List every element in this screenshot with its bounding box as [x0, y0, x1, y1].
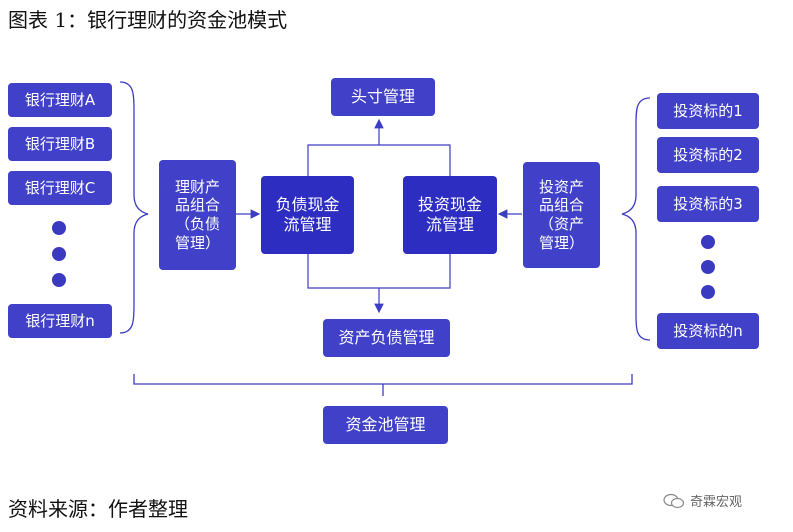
liability-portfolio-line: 理财产 — [174, 177, 220, 196]
asset-cashflow-line: 流管理 — [425, 215, 474, 234]
liability-cashflow-line: 负债现金 — [275, 195, 340, 214]
left-product-a: 银行理财A — [8, 83, 112, 117]
left-product-c: 银行理财C — [8, 171, 112, 205]
liability-cashflow-box: 负债现金 流管理 — [261, 176, 354, 254]
right-brace — [621, 97, 651, 341]
ellipsis-dot — [701, 235, 715, 249]
liability-portfolio-line: 管理） — [174, 233, 220, 252]
liability-portfolio-line: 品组合 — [174, 196, 220, 215]
ellipsis-dot — [52, 221, 66, 235]
left-product-b: 银行理财B — [8, 127, 112, 161]
liability-cashflow-line: 流管理 — [283, 215, 332, 234]
asset-portfolio-line: （资产 — [538, 215, 584, 233]
asset-portfolio-line: 投资产 — [538, 177, 584, 196]
figure-title: 图表 1：银行理财的资金池模式 — [8, 8, 288, 32]
left-brace — [119, 81, 149, 334]
asset-portfolio-box: 投资产 品组合 （资产 管理） — [523, 162, 600, 268]
liability-portfolio-box: 理财产 品组合 （负债 管理） — [159, 160, 236, 270]
investment-target-n: 投资标的n — [657, 313, 759, 349]
left-product-n: 银行理财n — [8, 304, 112, 338]
asset-liability-management-box: 资产负债管理 — [323, 319, 450, 357]
investment-target-3: 投资标的3 — [657, 186, 759, 222]
investment-target-2: 投资标的2 — [657, 137, 759, 173]
liability-portfolio-line: （负债 — [174, 215, 220, 233]
figure-source: 资料来源：作者整理 — [8, 497, 188, 521]
ellipsis-dot — [52, 273, 66, 287]
asset-portfolio-line: 品组合 — [538, 196, 584, 215]
watermark: 奇霖宏观 — [663, 491, 742, 510]
ellipsis-dot — [52, 247, 66, 261]
asset-cashflow-box: 投资现金 流管理 — [403, 176, 497, 254]
wechat-icon — [663, 493, 685, 508]
bottom-brace — [133, 374, 633, 396]
ellipsis-dot — [701, 260, 715, 274]
watermark-text: 奇霖宏观 — [690, 495, 743, 510]
investment-target-1: 投资标的1 — [657, 93, 759, 129]
fund-pool-management-box: 资金池管理 — [323, 406, 448, 444]
ellipsis-dot — [701, 285, 715, 299]
position-management-box: 头寸管理 — [331, 78, 435, 116]
asset-portfolio-line: 管理） — [538, 233, 584, 252]
asset-cashflow-line: 投资现金 — [417, 195, 482, 214]
